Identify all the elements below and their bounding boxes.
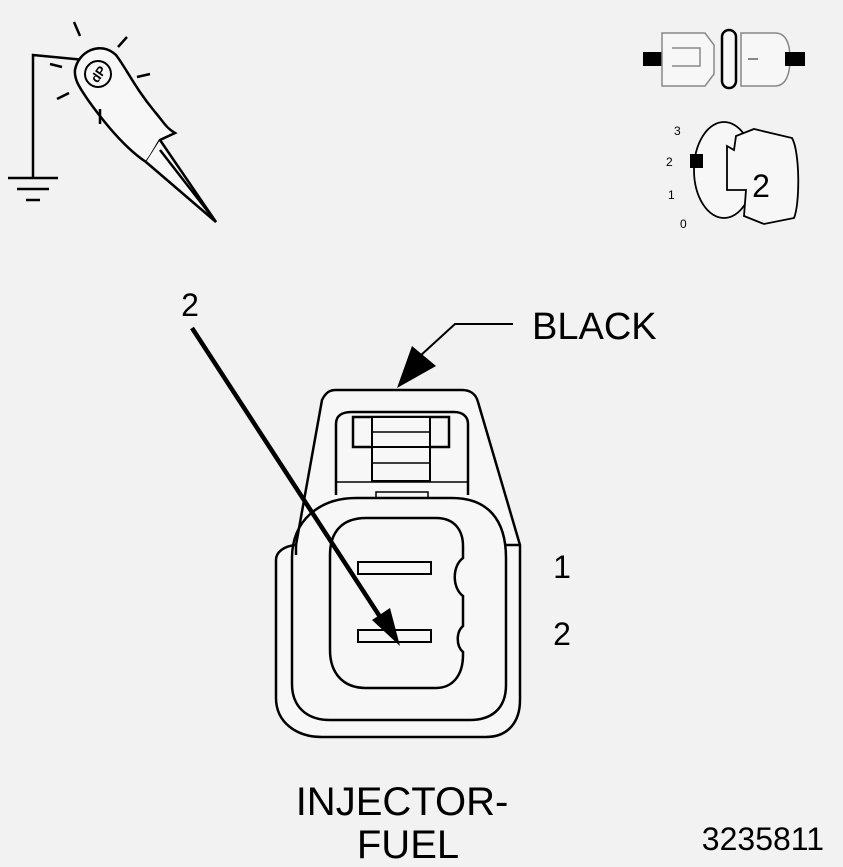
connector-color-label: BLACK xyxy=(532,306,657,348)
ignition-position-2: 2 xyxy=(666,155,673,169)
ignition-switch-icon xyxy=(690,121,800,225)
connector-caption-line2: FUEL xyxy=(357,823,459,867)
pin-2-pointer-label: 2 xyxy=(181,287,199,323)
ignition-selected-position: 2 xyxy=(752,168,770,204)
disconnected-connector-icon xyxy=(643,28,805,90)
pin-1-label: 1 xyxy=(553,549,571,585)
pin-2-pointer-arrow xyxy=(190,326,400,646)
connector-face xyxy=(274,388,522,739)
ignition-position-0: 0 xyxy=(680,217,687,231)
ignition-position-3: 3 xyxy=(674,124,681,138)
ignition-position-1: 1 xyxy=(668,188,675,202)
test-light-icon xyxy=(8,21,218,223)
connector-caption-line1: INJECTOR- xyxy=(296,780,509,824)
color-callout-arrow xyxy=(397,323,513,388)
pin-2-label: 2 xyxy=(553,616,571,652)
figure-number: 3235811 xyxy=(702,821,824,857)
